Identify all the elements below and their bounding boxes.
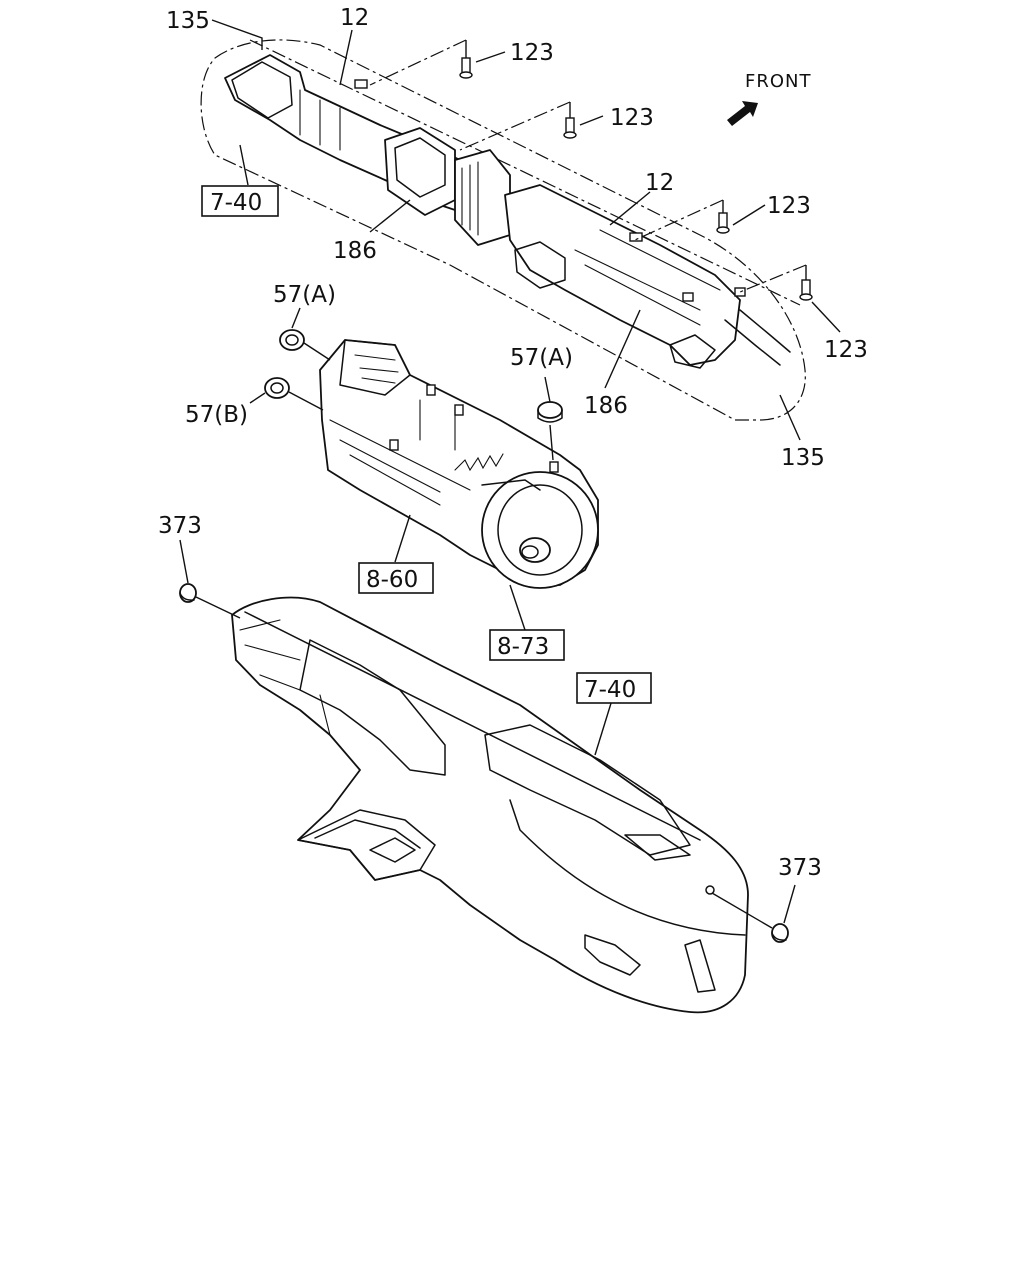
instrument-panel-lower-tray [297, 809, 436, 881]
callout-186-left: 186 [333, 238, 377, 264]
duct-joint-ribs [461, 161, 479, 236]
duct-left-detail [299, 89, 341, 151]
heater-unit [319, 339, 599, 589]
screws-123 [369, 39, 813, 301]
instrument-panel-hole [705, 885, 715, 895]
callout-135-right: 135 [781, 445, 825, 471]
instrument-panel-right-vent [624, 834, 691, 861]
ref-873: 8-73 [489, 629, 565, 661]
screw-123-d [799, 265, 813, 301]
duct-clip [629, 232, 643, 242]
duct-right-outlet [514, 241, 566, 289]
screw-123-a [459, 40, 473, 79]
callout-123-c: 123 [767, 193, 811, 219]
callout-123-a: 123 [510, 40, 554, 66]
callout-57a-left: 57(A) [273, 282, 336, 308]
instrument-panel-tray-detail [314, 819, 421, 863]
callout-57a-right: 57(A) [510, 345, 573, 371]
grommet-57a-left [279, 329, 331, 361]
heater-top-box [339, 339, 411, 396]
ref-873-label: 8-73 [497, 634, 549, 660]
heater-clip [389, 439, 399, 451]
callout-12-top: 12 [340, 5, 369, 31]
duct-left-outlet [231, 61, 293, 119]
screw-123-b [563, 102, 577, 139]
callout-123-d: 123 [824, 337, 868, 363]
grommets-57 [264, 329, 563, 461]
heater-top-box-detail [354, 354, 399, 384]
cap-373-right [711, 892, 789, 943]
instrument-panel-glovebox [509, 799, 746, 936]
callout-123-b: 123 [610, 105, 654, 131]
callouts: 135 12 123 123 12 123 123 186 186 135 57… [158, 5, 868, 881]
instrument-panel [231, 596, 749, 1014]
ref-860-label: 8-60 [366, 567, 418, 593]
duct-clip [682, 292, 694, 302]
ref-740-bottom-label: 7-40 [584, 677, 636, 703]
duct-center-vent-opening [394, 137, 446, 198]
heater-clip [454, 404, 464, 416]
references: 7-40 8-60 8-73 7-40 [201, 185, 652, 704]
duct-clip [734, 287, 746, 297]
grommet-57b [264, 377, 324, 411]
blower-fan [481, 471, 599, 589]
callout-373-right: 373 [778, 855, 822, 881]
instrument-panel-lower-clip [584, 934, 641, 976]
duct-assembly [200, 39, 806, 421]
duct-right-segment [504, 184, 741, 366]
cap-373-left [179, 583, 241, 619]
ref-740-top-label: 7-40 [210, 190, 262, 216]
callout-12-mid: 12 [645, 170, 674, 196]
callout-57b: 57(B) [185, 402, 248, 428]
heater-case-detail [329, 399, 471, 506]
duct-right-hose [724, 309, 791, 366]
leader-lines [179, 19, 841, 924]
duct-phantom-line [249, 39, 801, 306]
heater-spring [454, 453, 504, 472]
duct-joint [454, 149, 511, 246]
callout-135-top: 135 [166, 8, 210, 34]
duct-clip [354, 79, 368, 89]
heater-clip [549, 461, 559, 473]
instrument-panel-body [231, 596, 749, 1014]
ref-740-bottom: 7-40 [576, 672, 652, 704]
duct-right-end-outlet [669, 334, 716, 369]
caps-373 [179, 583, 789, 943]
heater-clip [426, 384, 436, 396]
front-indicator: FRONT [727, 71, 812, 126]
grommet-57a-right [537, 401, 563, 461]
ref-860: 8-60 [358, 562, 434, 594]
instrument-panel-left-detail [239, 619, 331, 736]
duct-right-detail [574, 229, 721, 326]
instrument-panel-side-vent [684, 939, 716, 993]
duct-phantom-outline [200, 39, 806, 421]
callout-186-right: 186 [584, 393, 628, 419]
instrument-panel-center-opening [484, 724, 691, 856]
front-arrow-icon [727, 101, 758, 126]
instrument-panel-top-edge [244, 611, 701, 841]
ref-740-top: 7-40 [201, 185, 279, 217]
instrument-panel-cluster [299, 639, 446, 776]
screw-123-c [716, 200, 730, 234]
front-label: FRONT [745, 71, 812, 92]
callout-373-left: 373 [158, 513, 202, 539]
